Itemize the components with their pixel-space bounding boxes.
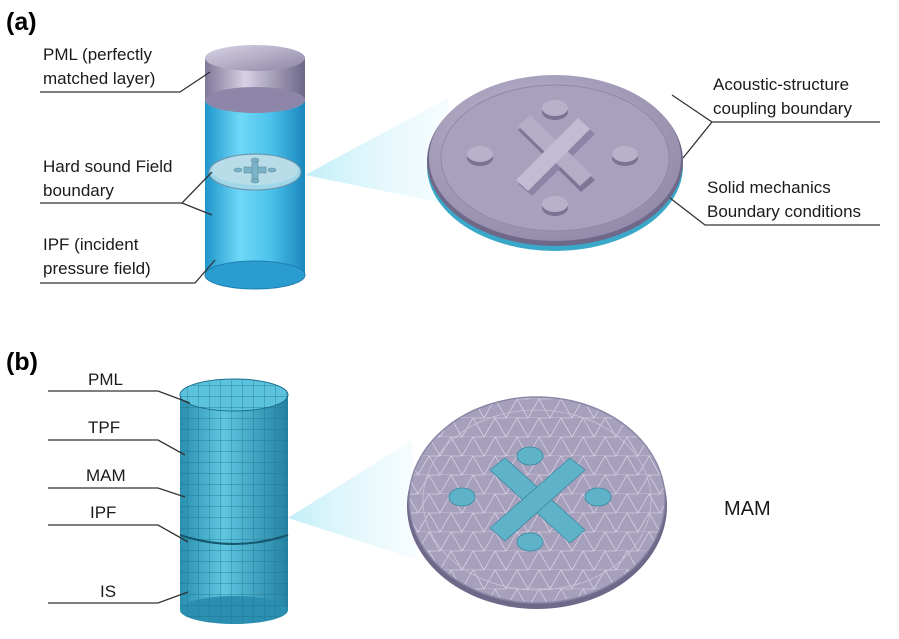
leader-ipf-b (48, 524, 189, 543)
label-solid-2: Boundary conditions (707, 202, 861, 221)
mesh-small-masses (448, 446, 612, 552)
label-disc-caption: MAM (724, 498, 771, 520)
leader-pml-a (40, 71, 211, 93)
mam-disc-mesh (407, 396, 667, 609)
panel-b-tag: (b) (6, 348, 38, 376)
mam-disc-illustration (427, 75, 683, 251)
label-pml-a-2: matched layer) (43, 69, 155, 88)
leader-hard-a2 (181, 202, 213, 216)
label-acoustic-1: Acoustic-structure (713, 75, 849, 94)
leader-is-b (48, 591, 189, 604)
label-ipf-a-1: IPF (incident (43, 235, 139, 254)
label-is-b: IS (100, 582, 116, 601)
small-masses (467, 100, 638, 216)
label-hard-1: Hard sound Field (43, 157, 172, 176)
leader-pml-b (48, 390, 191, 404)
leader-solid (669, 197, 880, 226)
zoom-beam-b (288, 440, 418, 560)
label-solid-1: Solid mechanics (707, 178, 831, 197)
mesh-cross-mass (489, 457, 586, 544)
label-ipf-b: IPF (90, 503, 116, 522)
panel-a-tag: (a) (6, 8, 37, 36)
label-acoustic-2: coupling boundary (713, 99, 852, 118)
zoom-beam-a (305, 98, 452, 205)
meshed-cylinder (179, 378, 289, 624)
label-tpf-b: TPF (88, 418, 120, 437)
leader-ipf-a (40, 259, 216, 284)
label-mam-b: MAM (86, 466, 126, 485)
label-ipf-a-2: pressure field) (43, 259, 151, 278)
leader-mam-b (48, 487, 186, 498)
label-pml-b: PML (88, 370, 123, 389)
leader-tpf-b (48, 439, 186, 456)
leader-acoustic2 (682, 121, 713, 159)
water-cylinder (204, 45, 306, 290)
label-pml-a-1: PML (perfectly (43, 45, 152, 64)
label-hard-2: boundary (43, 181, 114, 200)
cross-mass (516, 115, 595, 196)
